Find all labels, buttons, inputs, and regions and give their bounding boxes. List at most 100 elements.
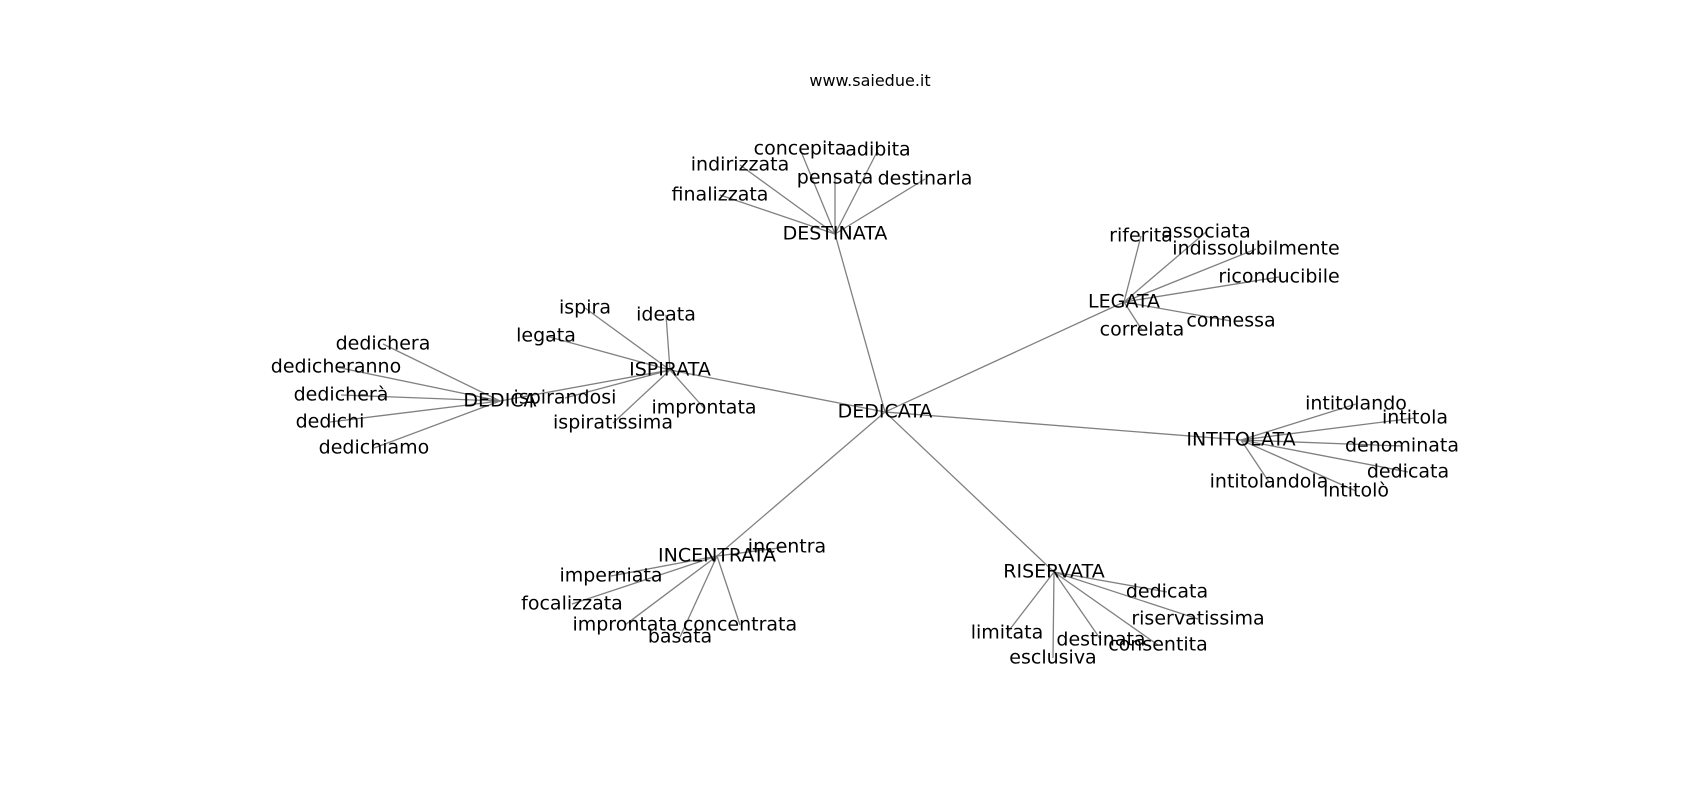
edge-ispirata-leaf <box>612 369 671 424</box>
hub-label-riservata: RISERVATA <box>1003 561 1104 583</box>
edge-dedica-leaf <box>335 366 501 402</box>
edge-incentrata-leaf <box>679 555 718 638</box>
edge-ispirata <box>669 369 886 413</box>
edge-riservata-leaf <box>1052 571 1055 659</box>
edge-incentrata-leaf <box>716 555 741 626</box>
leaf-label-destinata: adibita <box>845 139 910 161</box>
edge-ispirata-leaf <box>669 369 705 409</box>
leaf-label-intitolata: dedicata <box>1367 461 1449 483</box>
edge-incentrata-leaf <box>610 555 718 577</box>
leaf-label-ispirata: ispirandosi <box>514 387 617 409</box>
center-label: DEDICATA <box>838 401 933 423</box>
leaf-label-dedica: dedichiamo <box>319 437 430 459</box>
leaf-label-destinata: indirizzata <box>691 154 789 176</box>
leaf-label-destinata: concepita <box>754 138 847 160</box>
leaf-label-intitolata: intitola <box>1382 407 1448 429</box>
edge-ispirata-leaf <box>564 369 671 399</box>
leaf-label-ispirata: ideata <box>636 304 696 326</box>
edge-legata-leaf <box>1123 231 1207 303</box>
hub-label-dedica: DEDICA <box>463 390 536 412</box>
leaf-label-legata: correlata <box>1100 319 1185 341</box>
site-watermark: www.saiedue.it <box>809 71 931 90</box>
leaf-label-incentrata: imperniata <box>559 565 662 587</box>
edge-destinata-leaf <box>739 164 836 235</box>
leaf-label-incentrata: basata <box>648 626 712 648</box>
leaf-label-riservata: riservatissima <box>1131 608 1264 630</box>
edge-intitolata-leaf <box>1240 439 1270 483</box>
edge-riservata-leaf <box>1053 571 1102 641</box>
leaf-label-destinata: finalizzata <box>672 184 769 206</box>
edge-legata <box>884 301 1125 413</box>
leaf-label-ispirata: improntata <box>651 397 756 419</box>
leaf-label-intitolata: intitolandola <box>1210 471 1329 493</box>
hub-label-incentrata: INCENTRATA <box>658 545 776 567</box>
leaf-label-intitolata: intitolando <box>1305 393 1407 415</box>
edge-riservata-leaf <box>1053 571 1168 593</box>
leaf-label-riservata: limitata <box>971 622 1044 644</box>
edge-legata-leaf <box>1123 301 1232 322</box>
leaf-label-dedica: dedicherà <box>294 384 389 406</box>
leaf-label-ispirata: ispira <box>559 297 611 319</box>
edge-riservata-leaf <box>1053 571 1159 646</box>
leaf-label-dedica: dedichi <box>296 411 365 433</box>
edge-incentrata-leaf <box>624 555 718 626</box>
edge-intitolata-leaf <box>1240 439 1403 447</box>
edge-dedica-leaf <box>373 400 501 449</box>
leaf-label-legata: riferita <box>1109 225 1173 247</box>
edge-destinata-leaf <box>719 194 836 235</box>
hub-label-ispirata: ISPIRATA <box>629 359 711 381</box>
hub-label-intitolata: INTITOLATA <box>1186 429 1295 451</box>
leaf-label-legata: connessa <box>1186 310 1275 332</box>
edge-dedica-leaf <box>340 394 501 402</box>
edge-incentrata-leaf <box>571 555 718 605</box>
edge-riservata-leaf <box>1006 571 1055 634</box>
edge-intitolata-leaf <box>1240 439 1409 473</box>
edge-legata-leaf <box>1123 248 1257 303</box>
edge-legata-leaf <box>1123 276 1280 303</box>
leaf-label-riservata: consentita <box>1108 634 1208 656</box>
edges <box>329 148 1416 659</box>
edge-intitolata <box>884 411 1242 441</box>
edge-intitolata-leaf <box>1240 403 1357 441</box>
edge-ispirata-leaf <box>545 335 671 371</box>
leaf-label-destinata: pensata <box>797 167 873 189</box>
leaf-label-dedica: dedicheranno <box>271 356 401 378</box>
edge-incentrata <box>716 411 886 557</box>
leaf-label-riservata: dedicata <box>1126 581 1208 603</box>
edge-destinata-leaf <box>834 149 879 235</box>
edge-riservata <box>884 411 1055 573</box>
edge-dedica-leaf <box>329 400 501 423</box>
leaf-label-ispirata: ispiratissima <box>553 412 673 434</box>
leaf-label-incentrata: focalizzata <box>521 593 623 615</box>
edge-intitolata-leaf <box>1240 417 1416 441</box>
leaf-label-incentrata: incentra <box>748 536 826 558</box>
leaf-label-intitolata: intitolò <box>1323 480 1389 502</box>
edge-destinata-leaf <box>834 178 926 235</box>
leaf-label-legata: indissolubilmente <box>1172 238 1339 260</box>
leaf-label-dedica: dedichera <box>336 333 431 355</box>
edge-intitolata-leaf <box>1240 439 1357 492</box>
edge-legata-leaf <box>1123 301 1143 331</box>
leaf-label-riservata: esclusiva <box>1009 647 1096 669</box>
leaf-label-intitolata: denominata <box>1345 435 1459 457</box>
leaf-label-ispirata: legata <box>516 325 576 347</box>
leaf-label-incentrata: concentrata <box>683 614 797 636</box>
edge-destinata <box>834 233 886 413</box>
edge-destinata-leaf <box>799 148 836 235</box>
edge-incentrata-leaf <box>716 546 788 557</box>
hub-label-destinata: DESTINATA <box>783 223 888 245</box>
edge-dedica-leaf <box>382 343 501 402</box>
leaf-label-riservata: destinata <box>1056 629 1145 651</box>
leaf-label-incentrata: improntata <box>572 614 677 636</box>
edge-ispirata-leaf <box>584 307 671 371</box>
edge-ispirata-leaf <box>665 314 671 371</box>
leaf-label-legata: riconducibile <box>1218 266 1339 288</box>
leaf-label-legata: associata <box>1161 221 1251 243</box>
edge-dedica <box>499 369 671 402</box>
edge-legata-leaf <box>1123 235 1142 303</box>
leaf-label-destinata: destinarla <box>878 168 973 190</box>
hub-label-legata: LEGATA <box>1088 291 1160 313</box>
edge-riservata-leaf <box>1053 571 1199 620</box>
